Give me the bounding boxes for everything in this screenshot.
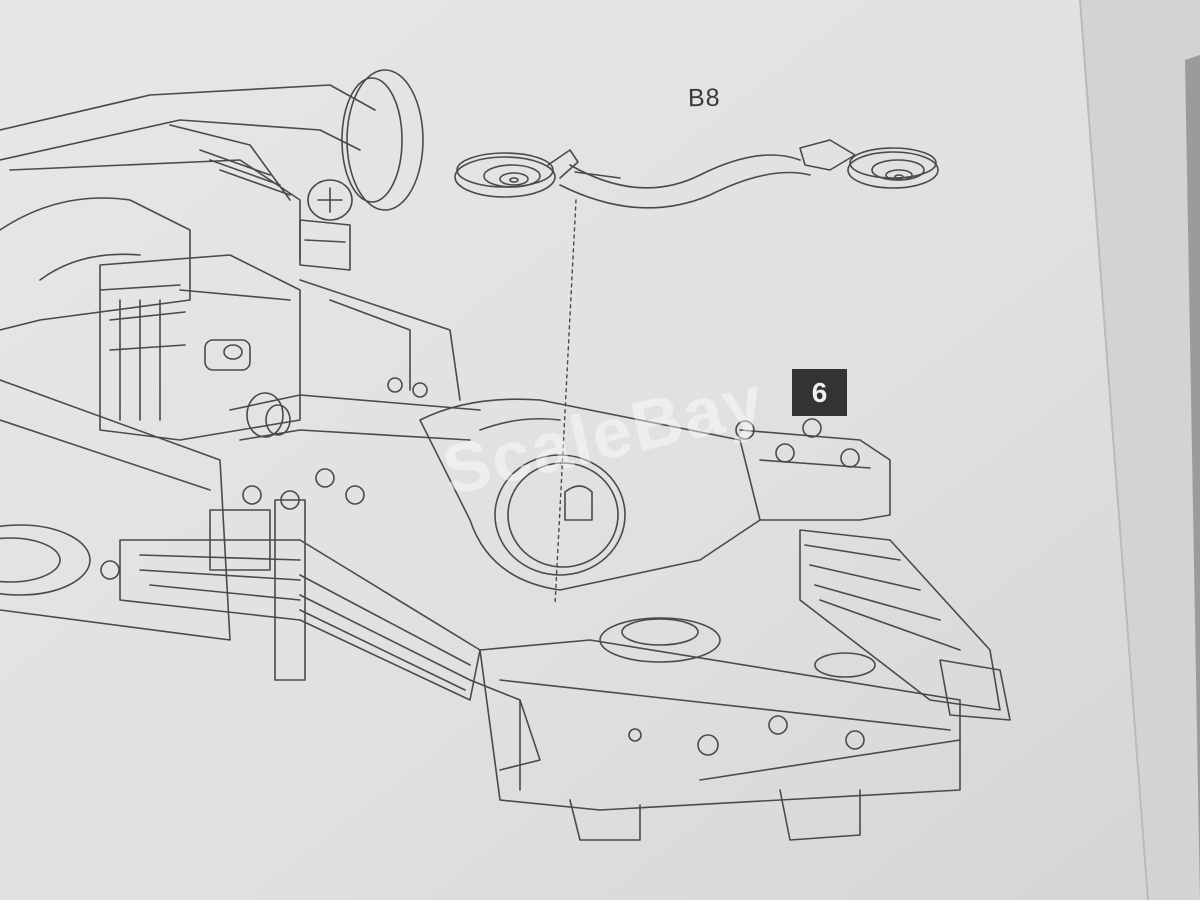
paper-sheet — [0, 0, 1150, 900]
paper-edge-line — [1079, 0, 1149, 900]
step-number-badge: 6 — [792, 369, 847, 416]
dark-strip — [1185, 55, 1200, 900]
part-label-b8: B8 — [687, 83, 721, 113]
paper-sheet-edge — [1080, 0, 1200, 900]
chassis-drawing — [0, 69, 1011, 841]
guide-line — [554, 199, 577, 606]
part-b8-drawing — [454, 139, 939, 209]
